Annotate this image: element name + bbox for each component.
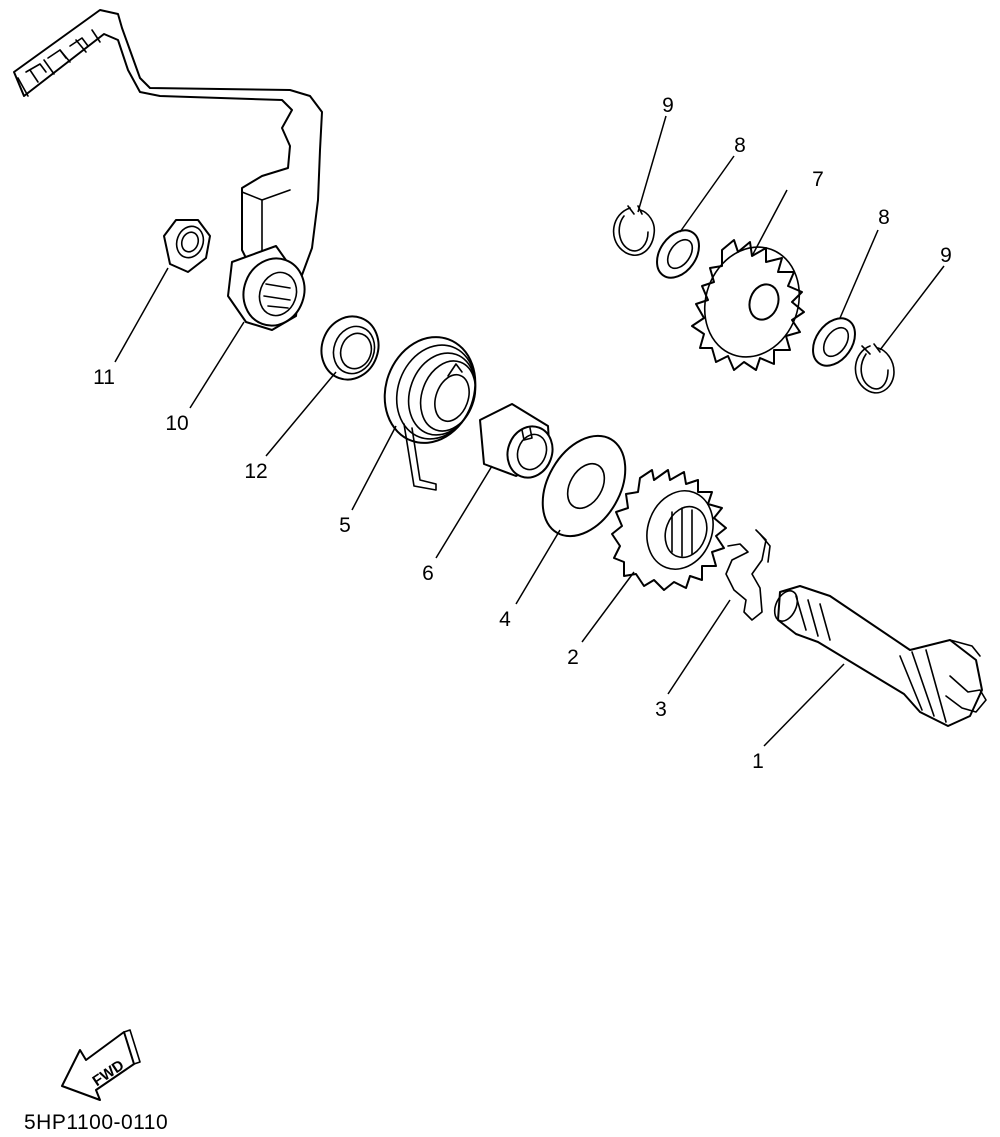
callout-9-lower: 9	[940, 244, 952, 267]
callout-6: 6	[422, 562, 434, 585]
part-6-collar	[479, 403, 554, 479]
callout-4: 4	[499, 608, 511, 631]
part-11-nut	[163, 219, 211, 273]
part-5-torsion-spring	[383, 336, 477, 491]
callout-7: 7	[812, 168, 824, 191]
part-10-lever-boss	[227, 245, 306, 331]
callout-10: 10	[165, 412, 188, 435]
part-9-circlip-upper	[612, 205, 656, 256]
callout-5: 5	[339, 514, 351, 537]
document-code: 5HP1100-0110	[24, 1111, 169, 1134]
callout-1: 1	[752, 750, 764, 773]
callout-8-upper: 8	[734, 134, 746, 157]
callout-2: 2	[567, 646, 579, 669]
part-8-washer-upper	[656, 229, 700, 279]
callout-9-upper: 9	[662, 94, 674, 117]
part-8-washer-lower	[812, 317, 856, 367]
part-4-washer	[541, 434, 627, 538]
kick-lever	[13, 9, 323, 276]
part-7-idler-gear	[691, 239, 805, 371]
part-12-oil-seal	[320, 315, 380, 381]
callout-12: 12	[244, 460, 267, 483]
callout-8-lower: 8	[878, 206, 890, 229]
part-3-clip	[725, 529, 771, 621]
part-1-kick-axle	[773, 585, 987, 727]
part-2-kick-gear	[611, 469, 727, 591]
callout-11: 11	[93, 366, 115, 389]
part-9-circlip-lower	[854, 343, 895, 394]
fwd-arrow-icon: FWD	[61, 1029, 141, 1101]
leader-lines	[114, 115, 945, 747]
callouts: 11 10 12 5 6 4 2 3 1 9 8 7 8 9	[93, 94, 952, 773]
callout-3: 3	[655, 698, 667, 721]
